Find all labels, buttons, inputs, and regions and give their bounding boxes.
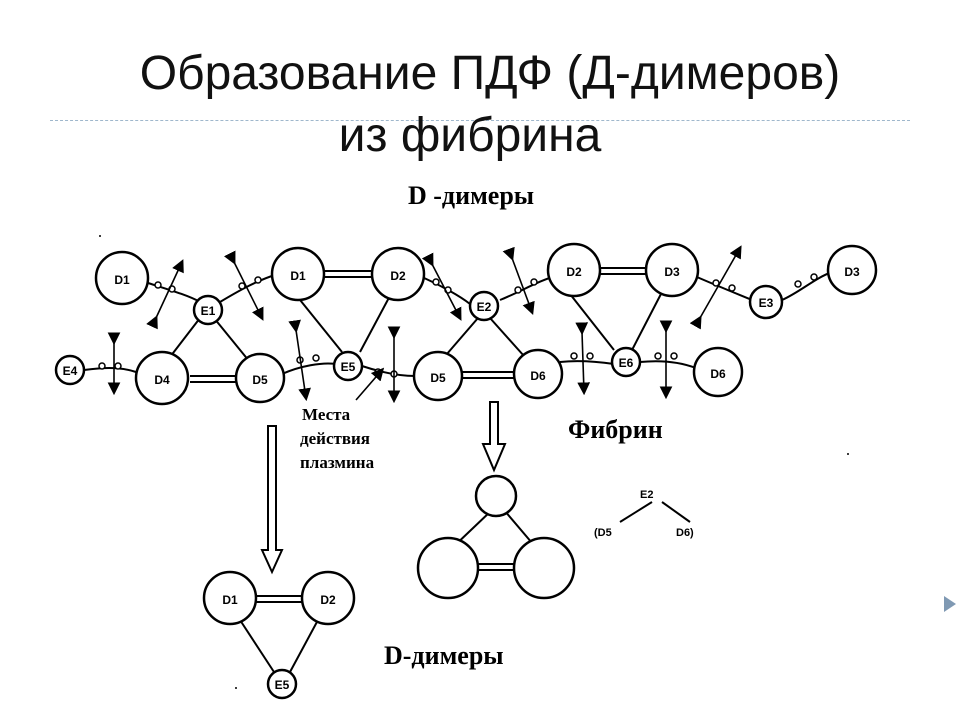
- node-d5b-label: D5: [430, 371, 446, 385]
- slide-title-line1: Образование ПДФ (Д-димеров): [139, 47, 841, 100]
- node-e5: [332, 350, 364, 382]
- upper-row-nodes: D1 E1 D1 D2 E2 D2 D3 E3 D3: [94, 242, 878, 326]
- dimer-node-d1-label: D1: [222, 593, 238, 607]
- plasmin-label-3: плазмина: [300, 453, 375, 472]
- slide-title-line2: из фибрина: [338, 109, 602, 162]
- d-dimer-result: D1 D2 E5: [202, 570, 356, 700]
- node-e3-label: E3: [759, 296, 774, 310]
- node-d6b-label: D6: [710, 367, 726, 381]
- node-e4: [54, 354, 86, 386]
- node-e1: [192, 294, 224, 326]
- dimer-node-d2-label: D2: [320, 593, 336, 607]
- d-dimers-heading: D -димеры: [408, 181, 534, 210]
- node-d4-label: D4: [154, 373, 170, 387]
- node-d2b: [546, 242, 602, 298]
- node-d6a-label: D6: [530, 369, 546, 383]
- slide-nav-arrow-icon: [944, 596, 956, 612]
- fragment-tree: E2 (D5 D6): [594, 489, 694, 539]
- plasmin-label-2: действия: [300, 429, 370, 448]
- node-e4-label: E4: [63, 364, 78, 378]
- dimer-node-e5-label: E5: [275, 678, 290, 692]
- node-d2b-label: D2: [566, 265, 582, 279]
- fibrin-label: Фибрин: [568, 415, 663, 444]
- node-d5b: [412, 350, 464, 402]
- node-e6-label: E6: [619, 356, 634, 370]
- node-d3a-label: D3: [664, 265, 680, 279]
- dimer-node-e5: [266, 668, 298, 700]
- node-e1-label: E1: [201, 304, 216, 318]
- empty-fragment-triangle: [416, 474, 576, 600]
- node-d3b: [826, 244, 878, 296]
- plasmin-label-1: Места: [302, 405, 351, 424]
- node-e5-label: E5: [341, 360, 356, 374]
- node-e2-label: E2: [477, 300, 492, 314]
- node-d6a: [512, 348, 564, 400]
- tree-left-label: (D5: [594, 527, 612, 539]
- node-d4: [134, 350, 190, 406]
- dimer-node-d2: [300, 570, 356, 626]
- tree-right-label: D6): [676, 527, 694, 539]
- node-d1b: [270, 246, 326, 302]
- node-d5a: [234, 352, 286, 404]
- node-d2a-label: D2: [390, 269, 406, 283]
- node-e3: [748, 284, 784, 320]
- node-d1b-label: D1: [290, 269, 306, 283]
- node-d3a: [644, 242, 700, 298]
- tree-root-label: E2: [640, 489, 653, 501]
- node-d1-label: D1: [114, 273, 130, 287]
- node-d2a: [370, 246, 426, 302]
- lower-row-nodes: E4 D4 D5 E5 D5 D6 E6 D6: [54, 346, 744, 406]
- node-d6b: [692, 346, 744, 398]
- title-divider: [50, 120, 910, 121]
- node-e6: [610, 346, 642, 378]
- dimer-node-d1: [202, 570, 258, 626]
- node-d3b-label: D3: [844, 265, 860, 279]
- process-arrows: [260, 401, 507, 575]
- node-d1: [94, 250, 150, 306]
- cleavage-arrows: [107, 245, 742, 404]
- node-d5a-label: D5: [252, 373, 268, 387]
- d-dimers-bottom-label: D-димеры: [384, 641, 504, 670]
- node-e2: [468, 290, 500, 322]
